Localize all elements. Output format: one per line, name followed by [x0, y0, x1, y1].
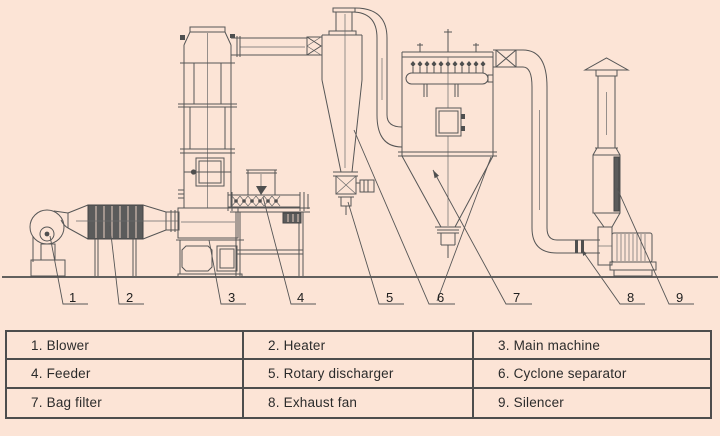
rotary-discharger-drawing: [333, 171, 375, 215]
exhaust-fan-drawing: [597, 226, 657, 277]
callout-4: 4: [297, 290, 304, 305]
heater-drawing: [67, 204, 180, 276]
legend-item-main-machine: 3. Main machine: [474, 332, 710, 361]
feeder-drawing: [227, 169, 310, 276]
callout-leaders: 1 2 3 4 5 6 7 8 9: [49, 129, 694, 305]
legend-item-rotary-discharger: 5. Rotary discharger: [244, 360, 474, 389]
legend-item-silencer: 9. Silencer: [498, 395, 564, 411]
blower-drawing: [29, 209, 69, 277]
callout-2: 2: [126, 290, 133, 305]
cyclone-separator-drawing: [306, 7, 403, 173]
legend-item-feeder: 4. Feeder: [7, 360, 244, 389]
callout-6: 6: [437, 290, 444, 305]
legend-item-exhaust-fan: 8. Exhaust fan: [244, 388, 474, 417]
legend-item-heater: 2. Heater: [244, 332, 474, 361]
duct-tower-to-cyclone: [231, 36, 307, 57]
pulse-nozzle-row: [410, 61, 486, 73]
callout-7: 7: [513, 290, 520, 305]
callout-5: 5: [386, 290, 393, 305]
callout-1: 1: [69, 290, 76, 305]
legend-item-bag-filter: 7. Bag filter: [7, 388, 244, 417]
bag-filter-drawing: [398, 29, 497, 258]
legend-table: 1. Blower 2. Heater 3. Main machine 4. F…: [5, 330, 712, 419]
legend-item-cyclone-separator: 6. Cyclone separator: [474, 360, 710, 389]
callout-3: 3: [228, 290, 235, 305]
main-machine-drawing: [176, 26, 244, 278]
silencer-drawing: [583, 57, 630, 228]
legend-item-blower: 1. Blower: [7, 332, 244, 361]
callout-8: 8: [627, 290, 634, 305]
callout-9: 9: [676, 290, 683, 305]
duct-bagfilter-to-fan: [493, 49, 600, 254]
